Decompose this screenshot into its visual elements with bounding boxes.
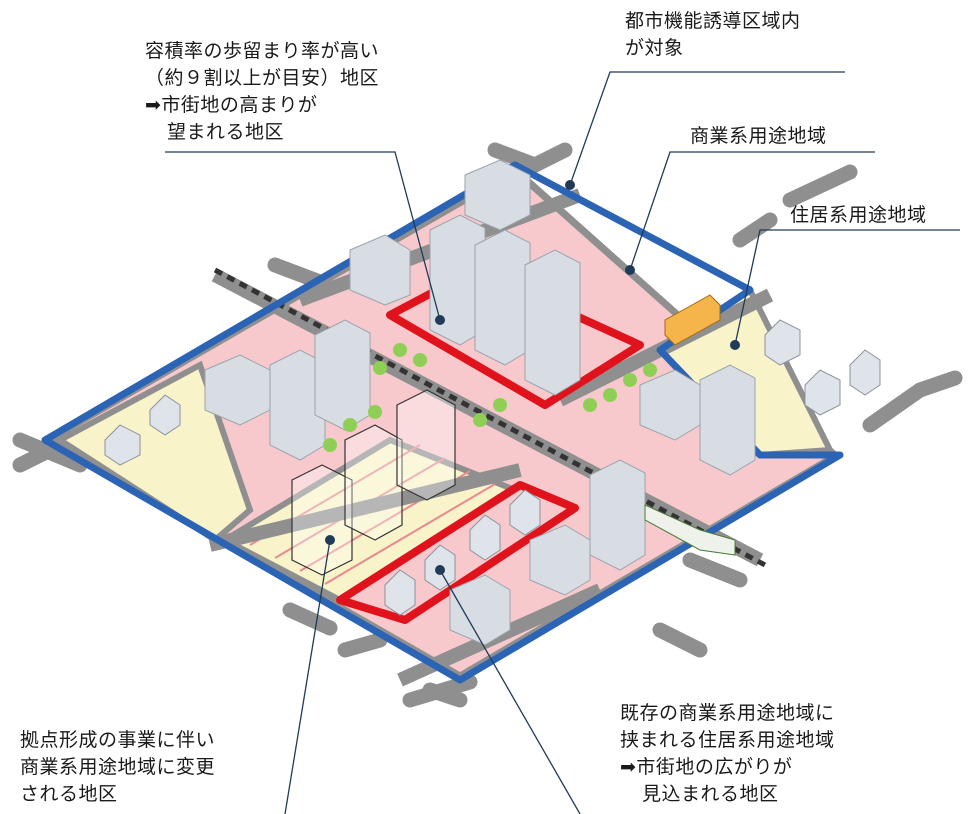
leader-dots: [325, 180, 740, 575]
sandwiched-residential-line2: 挟まれる住居系用途地域: [620, 729, 835, 751]
base-formation-line2: 商業系用途地域に変更: [20, 756, 216, 778]
base-formation-line3: される地区: [20, 783, 118, 805]
commercial-zone-label: 商業系用途地域: [690, 123, 827, 150]
commercial-zone-text: 商業系用途地域: [690, 125, 827, 147]
sandwiched-residential-line4: 見込まれる地区: [642, 783, 779, 805]
dense-district-line4: 望まれる地区: [167, 121, 285, 143]
dense-district-line1: 容積率の歩留まり率が高い: [145, 40, 380, 62]
sandwiched-residential-line3: ➡市街地の広がりが: [620, 756, 793, 778]
target-zone-label: 都市機能誘導区域内 が対象: [625, 8, 801, 62]
dense-district-line3: ➡市街地の高まりが: [145, 94, 318, 116]
dense-district-label: 容積率の歩留まり率が高い （約９割以上が目安）地区 ➡市街地の高まりが 望まれる…: [145, 38, 379, 146]
target-zone-line2: が対象: [625, 37, 684, 59]
planned-buildings: [291, 389, 456, 576]
residential-zone-text: 住居系用途地域: [790, 204, 927, 226]
bus-icon: [664, 294, 721, 346]
trees: [323, 343, 657, 452]
railway: [213, 267, 767, 568]
sandwiched-residential-highlight: [336, 481, 579, 624]
sandwiched-residential-label: 既存の商業系用途地域に 挟まれる住居系用途地域 ➡市街地の広がりが 見込まれる地…: [620, 700, 835, 808]
base-formation-label: 拠点形成の事業に伴い 商業系用途地域に変更 される地区: [20, 727, 215, 808]
buildings: [204, 159, 756, 646]
roads: [12, 142, 963, 708]
sandwiched-residential-line1: 既存の商業系用途地域に: [620, 702, 835, 724]
train-icon: [644, 504, 736, 556]
target-zone-line1: 都市機能誘導区域内: [625, 10, 801, 32]
leader-lines: [165, 71, 960, 814]
residential-zone-label: 住居系用途地域: [790, 202, 927, 229]
dense-district-line2: （約９割以上が目安）地区: [145, 67, 380, 89]
base-formation-line1: 拠点形成の事業に伴い: [20, 729, 216, 751]
